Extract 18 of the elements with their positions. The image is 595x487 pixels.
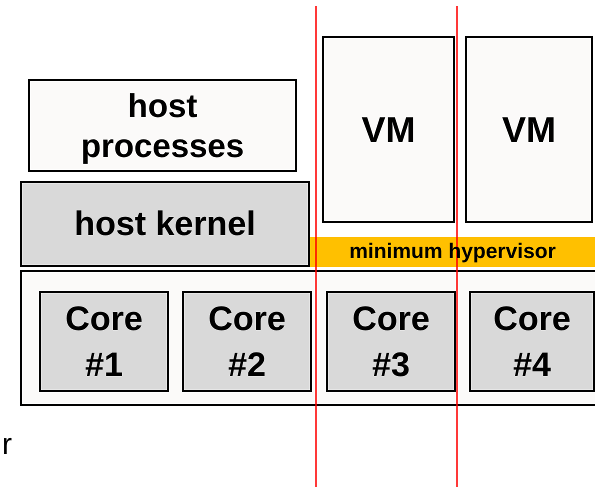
box-label: Core #3	[351, 298, 431, 386]
box-label: host processes	[80, 86, 246, 166]
core-box	[469, 291, 595, 392]
cpu-box	[20, 270, 595, 406]
text-label: r	[2, 428, 12, 462]
box-label: VM	[360, 108, 416, 152]
box-label: Core #2	[207, 298, 287, 386]
box-label: Core #4	[492, 298, 572, 386]
box-label: VM	[501, 108, 557, 152]
process-box	[28, 79, 297, 172]
core-box	[182, 291, 312, 392]
box-label: Core #1	[64, 298, 144, 386]
core-box	[326, 291, 456, 392]
vm-box	[322, 36, 455, 223]
core-box	[39, 291, 169, 392]
kernel-box	[20, 181, 310, 267]
box-label: host kernel	[73, 204, 257, 244]
vm-box	[465, 36, 593, 223]
